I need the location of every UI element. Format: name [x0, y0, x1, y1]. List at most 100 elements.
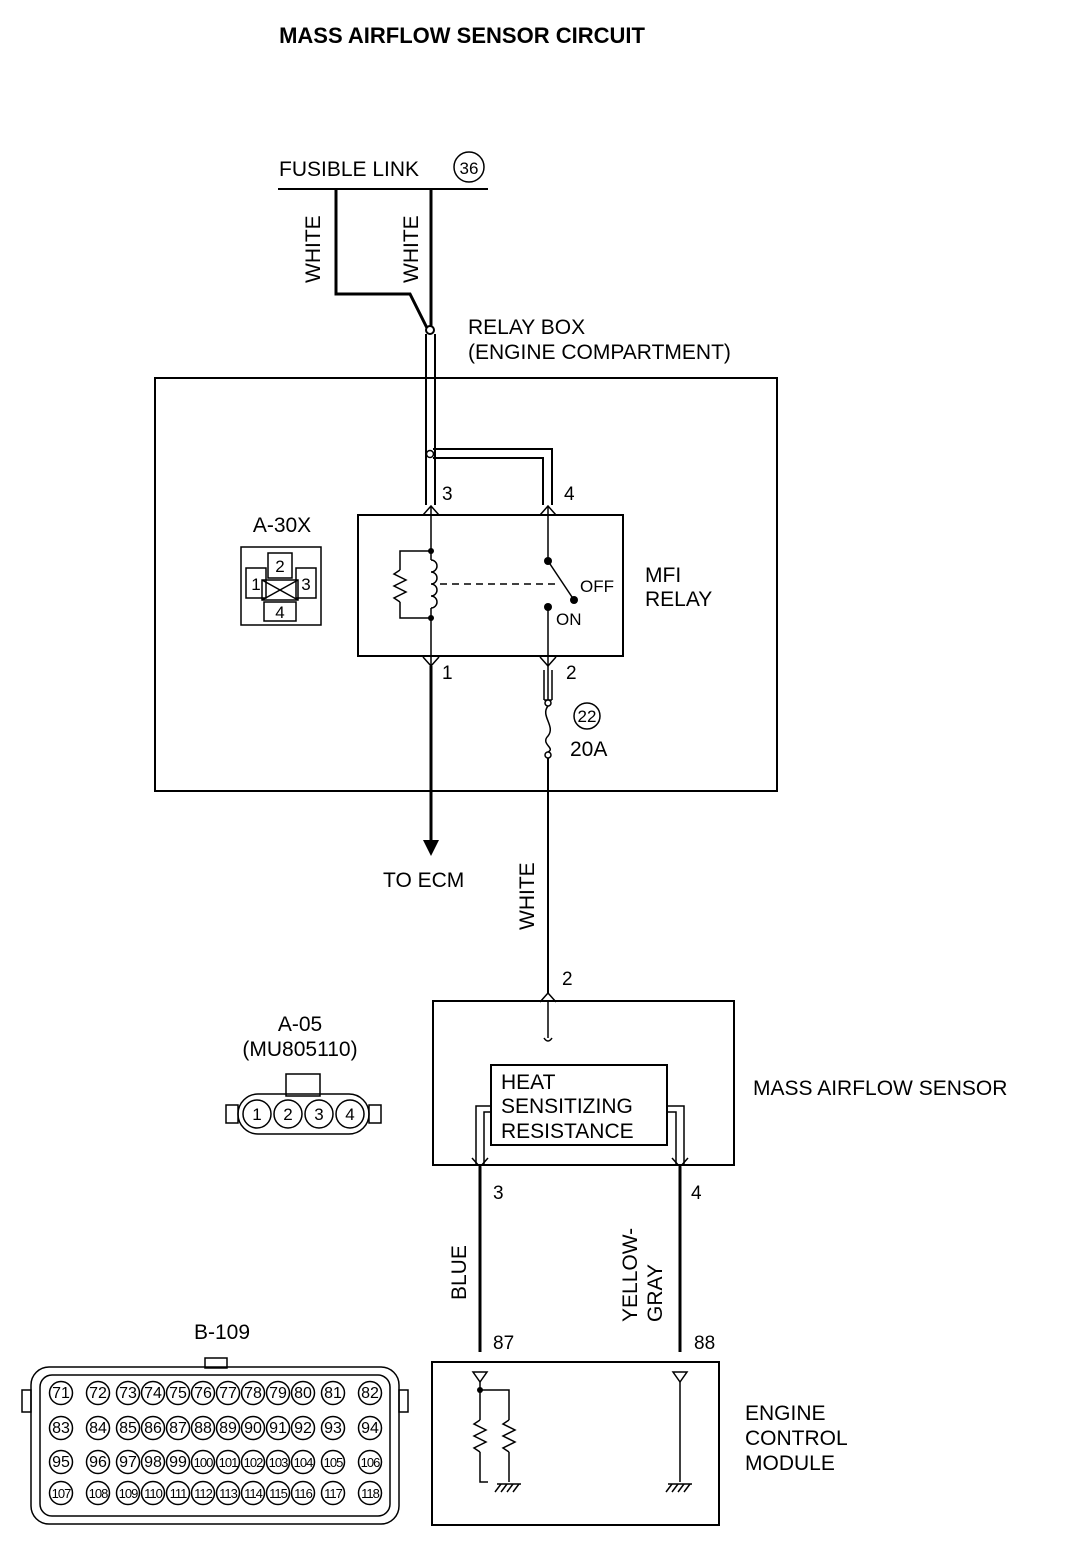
fuse-number-circle — [573, 702, 601, 730]
connector-b109-pin-label: 107 — [52, 1486, 71, 1501]
switch-off-label: OFF — [580, 577, 614, 596]
element-lead-right-a — [667, 1105, 685, 1165]
element-label-1: HEAT — [501, 1071, 556, 1094]
connector-b109-cavity — [115, 1380, 141, 1406]
wire-label-white-right: WHITE — [400, 215, 423, 283]
connector-a30x-pin-4: 4 — [275, 603, 284, 622]
connector-b109-cavity — [320, 1449, 346, 1475]
wire-left-white — [334, 189, 430, 331]
connector-b109-pin-label: 92 — [294, 1420, 312, 1437]
connector-b109-ear-left — [21, 1389, 32, 1413]
connector-b109-cavity — [190, 1480, 216, 1506]
ecm-resistor-2 — [501, 1419, 517, 1453]
connector-b109-pin-label: 113 — [219, 1486, 237, 1501]
connector-b109-pin-label: 110 — [144, 1486, 162, 1501]
element-label-2: SENSITIZING — [501, 1095, 633, 1118]
connector-b109-pin-label: 81 — [324, 1385, 342, 1402]
branch-conductor-a — [433, 448, 553, 505]
mfi-relay-label-1: MFI — [645, 564, 681, 587]
connector-a30x-pin-2: 2 — [275, 557, 284, 576]
connector-b109-cavity — [357, 1415, 383, 1441]
connector-b109-pin-label: 88 — [194, 1420, 212, 1437]
connector-b109-pin-label: 117 — [324, 1486, 342, 1501]
connector-a30x-label: A-30X — [253, 514, 311, 537]
connector-b109-cavity — [320, 1480, 346, 1506]
connector-b109-pin-label: 77 — [219, 1385, 237, 1402]
ecm-resistor-1-ground-lead — [479, 1452, 488, 1483]
connector-b109-pin-label: 78 — [244, 1385, 262, 1402]
connector-b109-cavity — [215, 1415, 241, 1441]
connector-b109-pin-label: 111 — [170, 1486, 188, 1501]
branch-splice — [425, 449, 435, 459]
connector-b109-pin-label: 109 — [119, 1486, 138, 1501]
connector-b109-cavity — [48, 1449, 74, 1475]
sensor-pin-4: 4 — [691, 1183, 702, 1204]
fusible-link-number: 36 — [460, 159, 479, 178]
connector-a05-latch — [285, 1073, 321, 1097]
connector-b109-pin-label: 73 — [119, 1385, 137, 1402]
connector-b109-cavity — [115, 1480, 141, 1506]
connector-b109-pin-label: 93 — [324, 1420, 342, 1437]
connector-b109-cavity — [290, 1380, 316, 1406]
connector-b109-pin-label: 118 — [361, 1486, 379, 1501]
element-label-3: RESISTANCE — [501, 1120, 634, 1143]
connector-b109-cavity — [85, 1415, 111, 1441]
fuse-terminal-bottom — [544, 751, 552, 759]
element-lead-right-b — [667, 1111, 677, 1165]
element-lead-left-b — [483, 1111, 491, 1165]
connector-b109-pin-label: 76 — [194, 1385, 212, 1402]
switch-on-label: ON — [556, 610, 582, 629]
maf-sensor-label: MASS AIRFLOW SENSOR — [753, 1077, 1007, 1100]
arrow-to-ecm — [423, 840, 439, 856]
fusible-link-number-circle — [453, 151, 485, 183]
connector-b109-pin-label: 105 — [324, 1455, 343, 1470]
connector-b109-latch — [204, 1357, 228, 1369]
to-ecm-label: TO ECM — [383, 869, 464, 892]
maf-sensor-outline — [432, 1000, 735, 1166]
connector-b109-cavity — [320, 1380, 346, 1406]
connector-b109-ear-right — [398, 1389, 409, 1413]
connector-b109-pin-label: 97 — [119, 1454, 137, 1471]
relay-box-sublabel: (ENGINE COMPARTMENT) — [468, 341, 731, 364]
connector-b109-pin-label: 71 — [52, 1385, 70, 1402]
fuse-number: 22 — [578, 707, 597, 726]
connector-b109-cavity — [85, 1380, 111, 1406]
connector-b109-pin-label: 95 — [52, 1454, 70, 1471]
connector-a30x-pin3-box — [295, 567, 317, 599]
relay-box-label: RELAY BOX — [468, 316, 585, 339]
connector-b109-pin-label: 108 — [89, 1486, 108, 1501]
connector-a30x-cross-b — [261, 579, 299, 601]
relay-box-outline — [154, 377, 778, 792]
mfi-relay-label-2: RELAY — [645, 588, 712, 611]
connector-b109-cavity — [140, 1415, 166, 1441]
connector-b109-pin-label: 104 — [294, 1455, 313, 1470]
connector-b109-cavity — [215, 1480, 241, 1506]
ecm-pin-87: 87 — [493, 1333, 514, 1354]
connector-b109-cavity — [165, 1449, 191, 1475]
connector-a05-ear-left — [225, 1104, 239, 1124]
relay-coil — [430, 559, 438, 609]
connector-b109-cavity — [215, 1449, 241, 1475]
fuse-element — [545, 705, 551, 753]
element-lead-left-a — [475, 1105, 491, 1165]
wire-label-yellow: YELLOW- — [619, 1228, 642, 1322]
connector-b109-pin-label: 102 — [244, 1455, 263, 1470]
connector-a05-cavity-1 — [242, 1099, 272, 1129]
sensor-pin-3: 3 — [493, 1183, 504, 1204]
connector-a30x-outline — [240, 546, 322, 626]
fusible-link-label: FUSIBLE LINK — [279, 158, 419, 181]
connector-b109-pin-label: 83 — [52, 1420, 70, 1437]
connector-b109-cavity — [48, 1380, 74, 1406]
relay-pin-2: 2 — [566, 663, 577, 684]
connector-b109-cavity — [140, 1449, 166, 1475]
connector-b109-cavity — [165, 1480, 191, 1506]
connector-b109-pin-label: 82 — [361, 1385, 379, 1402]
connector-b109-pin-label: 101 — [219, 1455, 238, 1470]
connector-b109-cavity — [357, 1480, 383, 1506]
ground-symbol-resistor — [494, 1483, 521, 1493]
connector-b109-cavity — [265, 1449, 291, 1475]
connector-b109-pin-label: 96 — [89, 1454, 107, 1471]
fuse-rating: 20A — [570, 738, 607, 761]
connector-a30x-pin-1: 1 — [251, 575, 260, 594]
connector-b109-cavity — [85, 1480, 111, 1506]
